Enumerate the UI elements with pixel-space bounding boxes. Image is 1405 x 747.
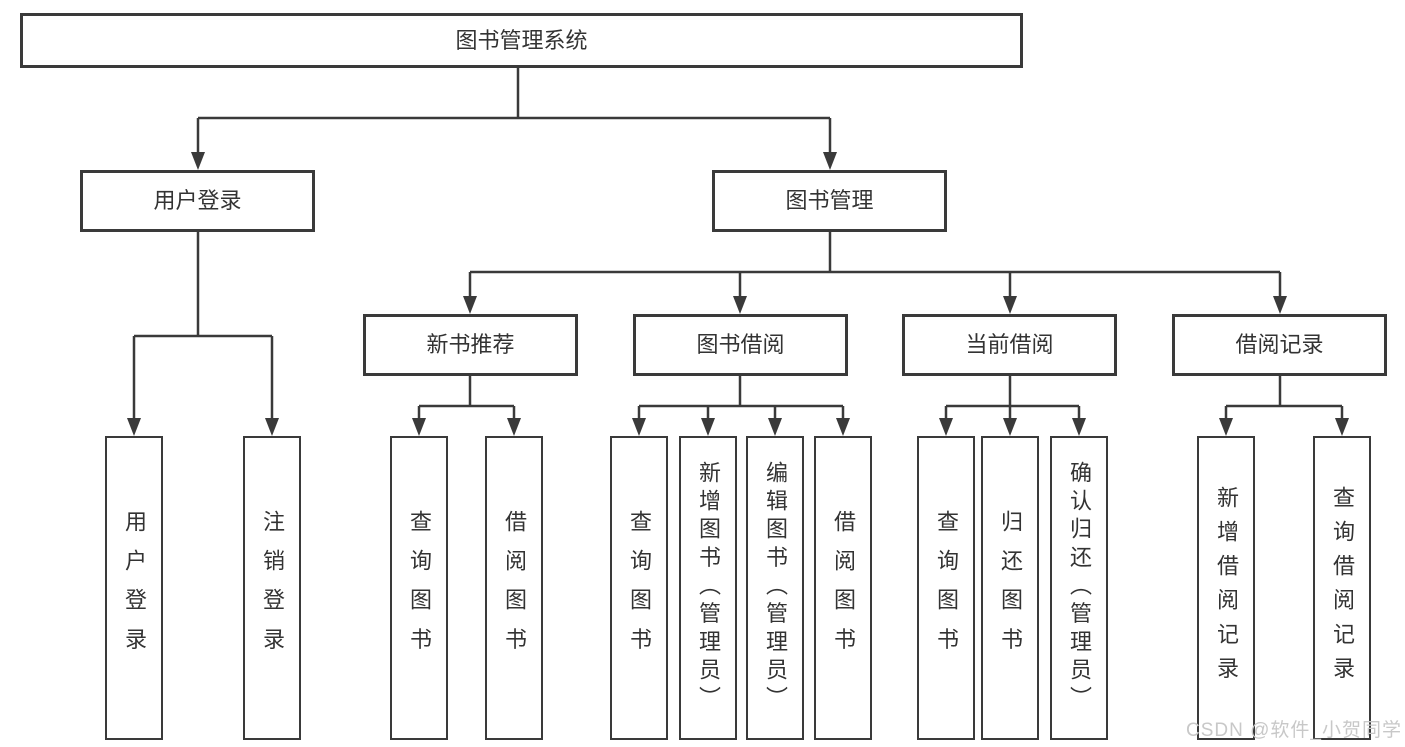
arrow-icon	[1219, 418, 1233, 436]
arrow-icon	[939, 418, 953, 436]
arrow-icon	[768, 418, 782, 436]
leaf-query-borrow-record: 查询借阅记录	[1313, 436, 1371, 740]
arrow-icon	[1335, 418, 1349, 436]
arrow-icon	[463, 296, 477, 314]
arrow-icon	[265, 418, 279, 436]
node-borrow-records: 借阅记录	[1172, 314, 1387, 376]
arrow-icon	[127, 418, 141, 436]
node-current-borrow: 当前借阅	[902, 314, 1117, 376]
leaf-logout: 注销登录	[243, 436, 301, 740]
leaf-return-books: 归还图书	[981, 436, 1039, 740]
arrow-icon	[412, 418, 426, 436]
node-root: 图书管理系统	[20, 13, 1023, 68]
node-book-management: 图书管理	[712, 170, 947, 232]
tree-edges	[132, 68, 1344, 419]
node-book-borrow: 图书借阅	[633, 314, 848, 376]
arrow-icon	[823, 152, 837, 170]
node-user-login: 用户登录	[80, 170, 315, 232]
arrow-icon	[1273, 296, 1287, 314]
leaf-add-borrow-record: 新增借阅记录	[1197, 436, 1255, 740]
leaf-user-login: 用户登录	[105, 436, 163, 740]
leaf-edit-book-admin: 编辑图书（管理员）	[746, 436, 804, 740]
node-new-book-recommend: 新书推荐	[363, 314, 578, 376]
arrow-icon	[733, 296, 747, 314]
leaf-borrow-books-recommend: 借阅图书	[485, 436, 543, 740]
csdn-watermark: CSDN @软件_小贺同学	[1186, 720, 1402, 741]
arrow-icon	[701, 418, 715, 436]
arrow-icon	[191, 152, 205, 170]
arrow-icon	[1003, 418, 1017, 436]
arrowhead-icons	[127, 152, 1349, 436]
arrow-icon	[1072, 418, 1086, 436]
arrow-icon	[507, 418, 521, 436]
arrow-icon	[632, 418, 646, 436]
arrow-icon	[836, 418, 850, 436]
leaf-query-books-borrow: 查询图书	[610, 436, 668, 740]
arrow-icon	[1003, 296, 1017, 314]
leaf-borrow-books-borrow: 借阅图书	[814, 436, 872, 740]
leaf-query-books-recommend: 查询图书	[390, 436, 448, 740]
leaf-add-book-admin: 新增图书（管理员）	[679, 436, 737, 740]
leaf-confirm-return-admin: 确认归还（管理员）	[1050, 436, 1108, 740]
leaf-query-books-current: 查询图书	[917, 436, 975, 740]
